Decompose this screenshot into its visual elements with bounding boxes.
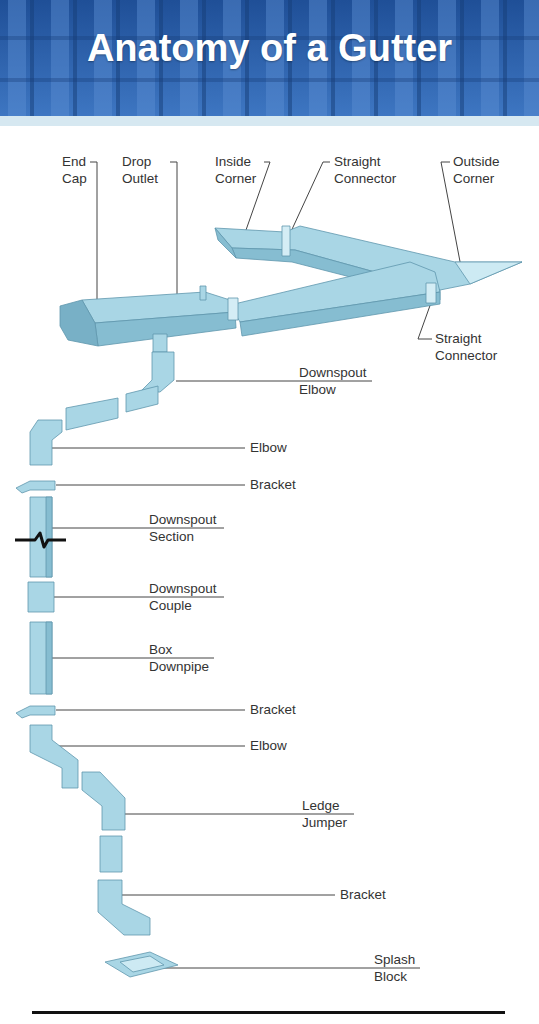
part-label: Downspout Elbow bbox=[299, 364, 379, 398]
leader-line bbox=[54, 597, 224, 598]
inside-corner-piece bbox=[215, 228, 236, 258]
downspout-section-shade bbox=[46, 497, 52, 577]
part-label: Elbow bbox=[250, 737, 340, 754]
part-label: Straight Connector bbox=[435, 330, 515, 364]
splash-block-piece bbox=[105, 952, 178, 977]
leader-line bbox=[176, 381, 372, 382]
roof-banner bbox=[0, 0, 539, 118]
part-label: Bracket bbox=[340, 886, 430, 903]
part-label: Straight Connector bbox=[334, 153, 414, 187]
leader-lines bbox=[52, 162, 462, 968]
part-label: Downspout Section bbox=[149, 511, 229, 545]
straight-connector-piece bbox=[282, 226, 290, 256]
middle-gutter-face bbox=[240, 292, 440, 336]
leader-line bbox=[90, 162, 97, 300]
leader-line bbox=[150, 968, 420, 969]
part-label: Splash Block bbox=[374, 951, 430, 985]
drop-outlet-pipe bbox=[153, 334, 167, 352]
leader-line bbox=[52, 448, 245, 449]
box-downpipe-piece bbox=[30, 622, 52, 694]
downspout-segment bbox=[100, 836, 122, 872]
ledge-jumper-piece bbox=[82, 772, 125, 830]
downspout-segment bbox=[126, 386, 158, 412]
bottom-rule bbox=[32, 1011, 505, 1014]
part-label: Bracket bbox=[250, 476, 340, 493]
straight-connector-piece bbox=[426, 283, 436, 303]
leader-line bbox=[52, 658, 214, 659]
splash-block-inner bbox=[120, 956, 164, 972]
part-label: Downspout Couple bbox=[149, 580, 229, 614]
banner-edge bbox=[0, 116, 539, 126]
downspout-couple-piece bbox=[28, 582, 54, 612]
leader-line bbox=[124, 814, 354, 815]
leader-line bbox=[52, 528, 224, 529]
part-label: Bracket bbox=[250, 701, 340, 718]
diagram-title: Anatomy of a Gutter bbox=[0, 26, 539, 70]
bracket-piece bbox=[16, 706, 55, 718]
bracket-piece bbox=[16, 481, 55, 493]
break-symbol bbox=[15, 533, 66, 547]
leader-line bbox=[122, 895, 335, 896]
tile-row-shadow bbox=[0, 78, 539, 82]
elbow-piece bbox=[30, 725, 78, 788]
leader-line bbox=[288, 162, 330, 238]
part-label: Box Downpipe bbox=[149, 641, 229, 675]
leader-line bbox=[56, 485, 245, 486]
leader-line bbox=[52, 746, 245, 747]
part-label: End Cap bbox=[62, 153, 98, 187]
part-label: Inside Corner bbox=[215, 153, 275, 187]
downspout-segment bbox=[66, 398, 118, 430]
part-label: Ledge Jumper bbox=[302, 797, 372, 831]
box-downpipe-shade bbox=[46, 622, 52, 694]
part-label: Outside Corner bbox=[453, 153, 517, 187]
gutter-tab bbox=[200, 286, 206, 300]
leader-line bbox=[56, 710, 245, 711]
outside-corner-piece bbox=[455, 262, 522, 284]
part-label: Elbow bbox=[250, 439, 340, 456]
end-cap-piece bbox=[60, 300, 98, 346]
bracket-elbow-piece bbox=[98, 880, 150, 935]
straight-connector-piece bbox=[228, 298, 238, 320]
part-label: Drop Outlet bbox=[122, 153, 174, 187]
elbow-piece bbox=[30, 420, 62, 465]
